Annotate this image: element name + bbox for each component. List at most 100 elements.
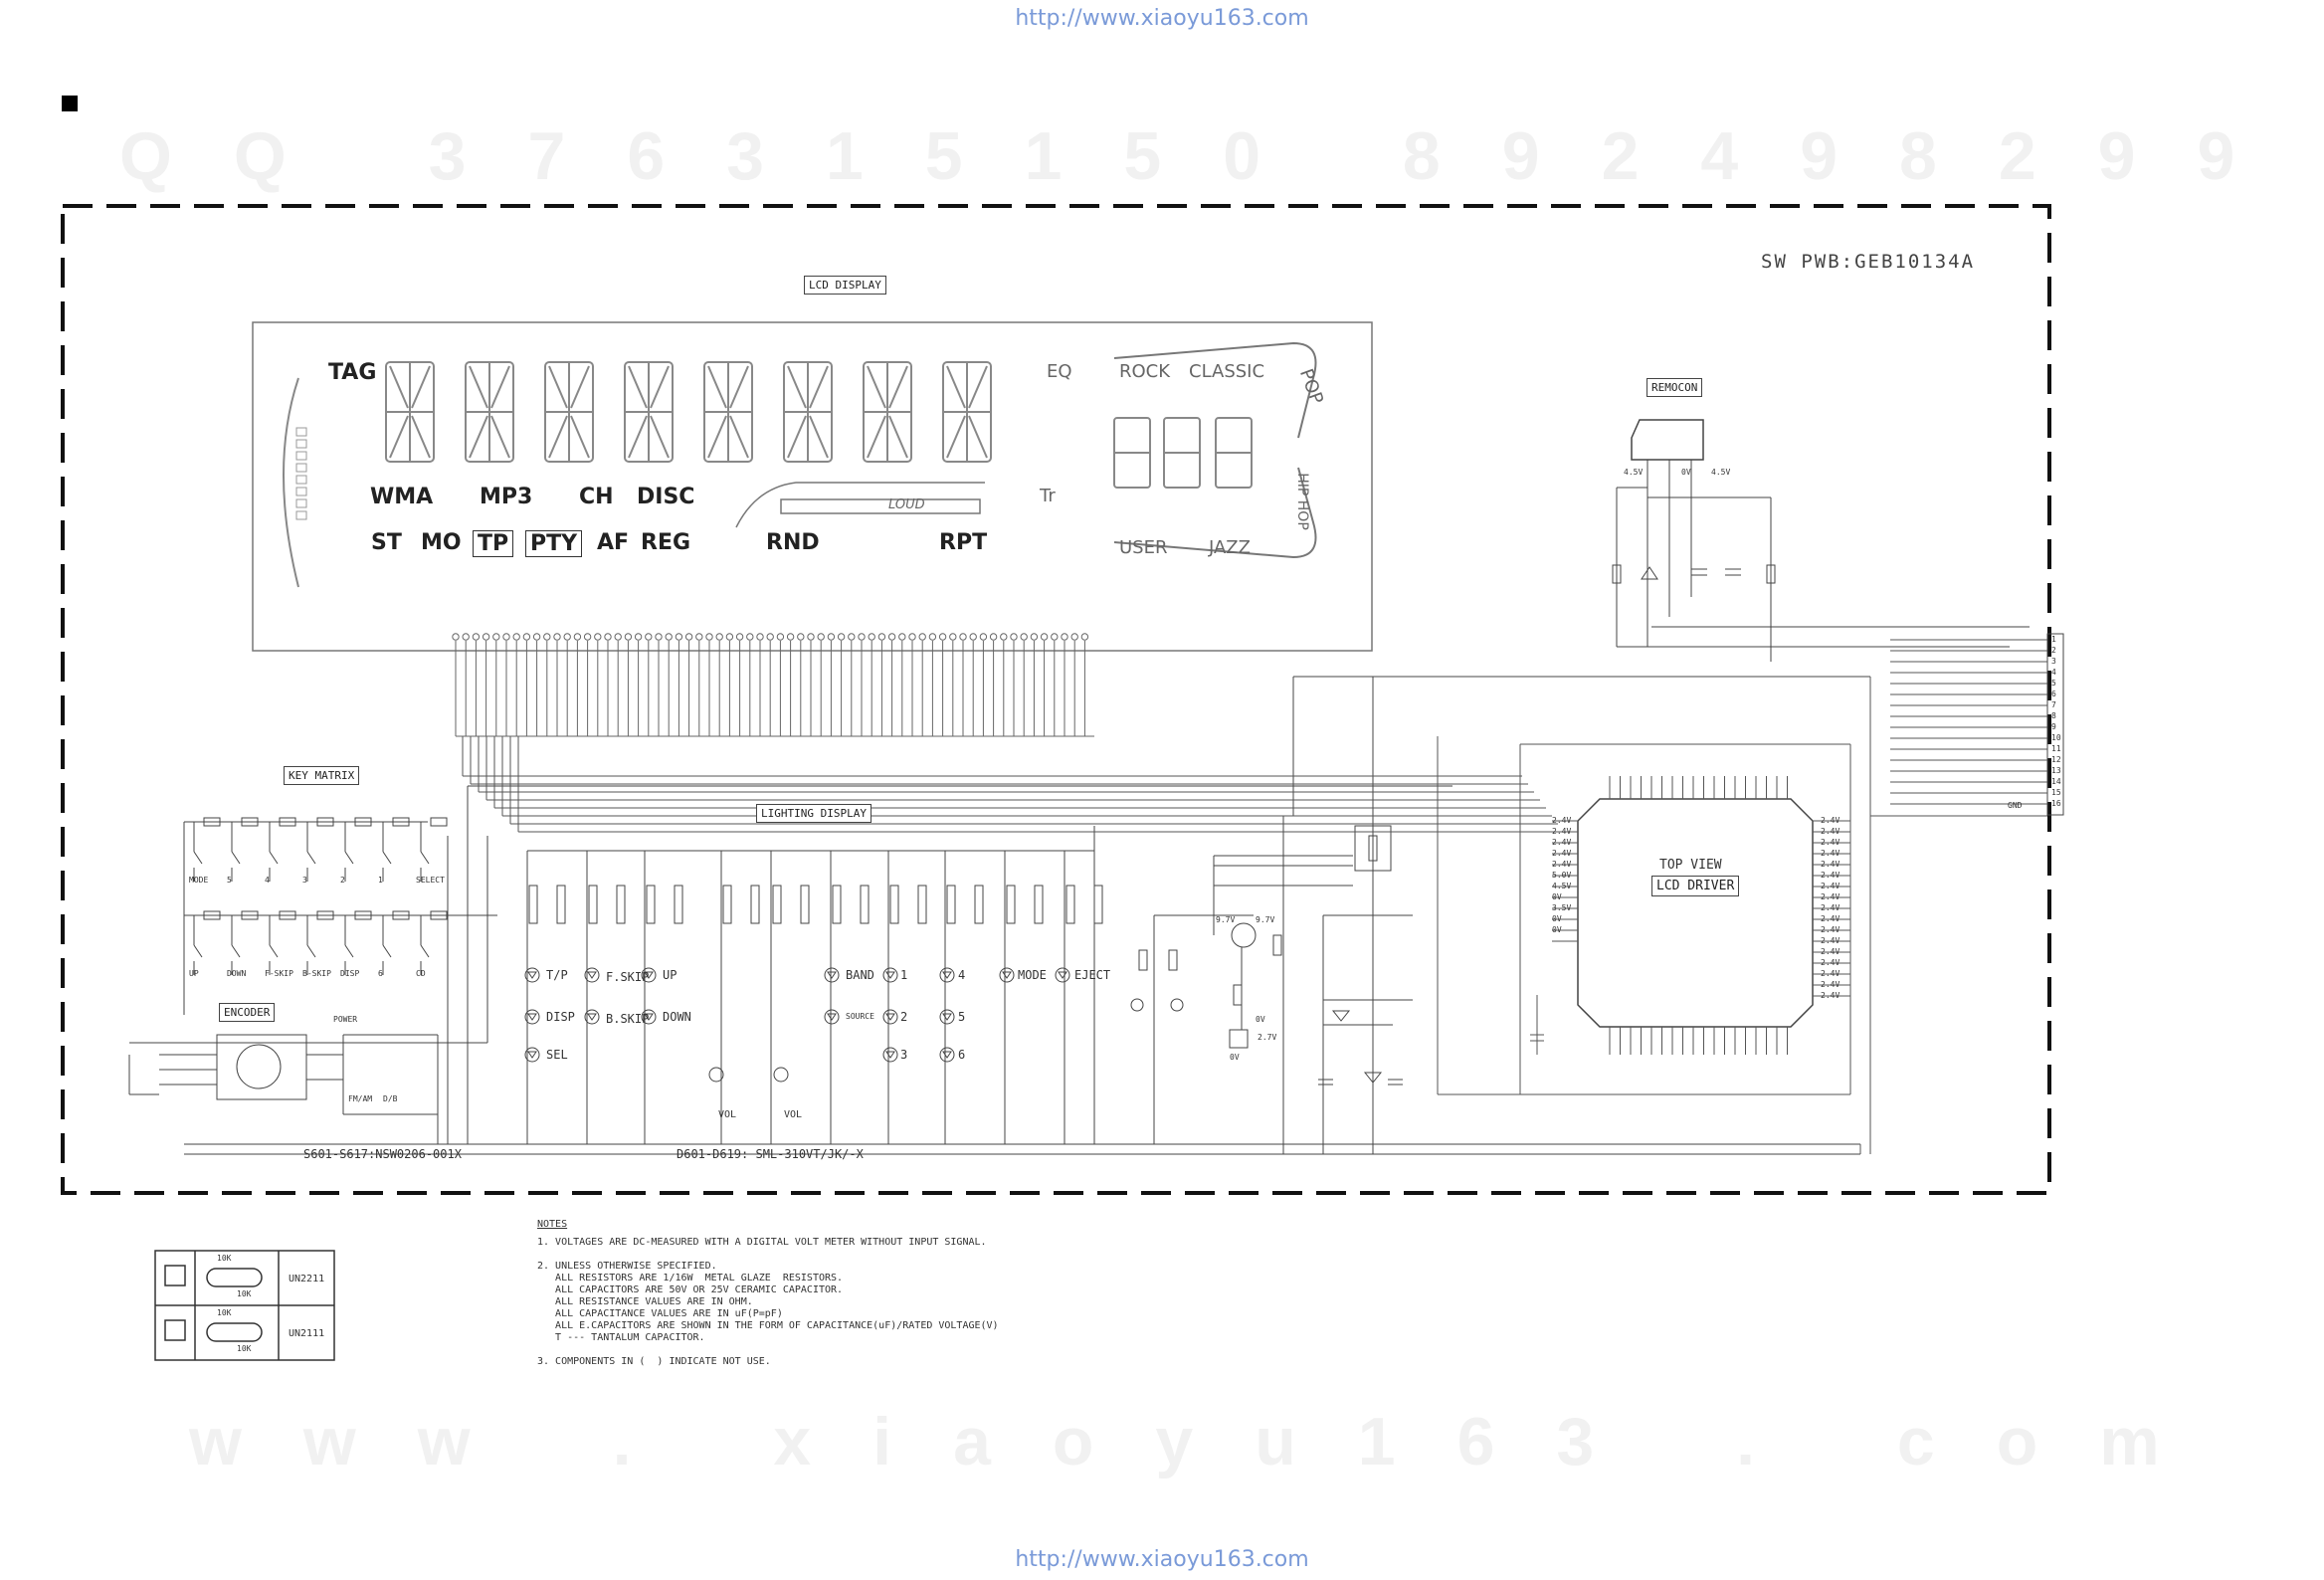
lcd-disc: DISC [637, 485, 695, 509]
led-label: 2 [900, 1010, 908, 1024]
led-ref: D601-D619: SML-310VT/JK/-X [677, 1147, 864, 1161]
lcd-mp3: MP3 [480, 485, 533, 509]
remocon-voltage: 4.5V [1624, 468, 1644, 477]
lcd-tp: TP [473, 530, 514, 557]
connector-pin-label: 8 [2051, 711, 2056, 720]
led-resistor [750, 885, 760, 924]
lcd-digit-diag [946, 365, 966, 409]
lcd-user: USER [1119, 537, 1168, 558]
led-diode [882, 967, 898, 983]
key-label: 5 [227, 876, 232, 885]
lcd-pty: PTY [525, 530, 583, 557]
led-diode-symbol [527, 1051, 537, 1059]
led-resistor [1006, 885, 1016, 924]
led-diode [882, 1009, 898, 1025]
key-resistor [241, 910, 259, 920]
lcd-rock: ROCK [1119, 361, 1171, 382]
lcd-pin [715, 633, 723, 641]
led-label: DISP [546, 1010, 575, 1024]
lcd-digit-diag [411, 415, 431, 459]
lcd-pin [877, 633, 886, 641]
lcd-pin [1070, 633, 1078, 641]
led-diode [939, 1009, 955, 1025]
led-diode-symbol [885, 971, 895, 979]
switch-contact [306, 851, 316, 865]
led-diode [939, 967, 955, 983]
lcd-pin [502, 633, 510, 641]
key-resistor [430, 910, 448, 920]
connector-pin-label: 2 [2051, 646, 2056, 655]
led-diode-symbol [644, 1013, 654, 1021]
note-line: ALL CAPACITORS ARE 50V OR 25V CERAMIC CA… [537, 1284, 844, 1295]
switch-contact [382, 851, 392, 865]
key-resistor [354, 817, 372, 827]
lcd-pin [746, 633, 754, 641]
key-resistor [203, 910, 221, 920]
switch-contact [193, 944, 203, 958]
led-label: 1 [900, 968, 908, 982]
lcd-pin [928, 633, 937, 641]
lcd-pin [797, 633, 805, 641]
lcd-digit-diag [809, 415, 829, 459]
led-diode [824, 1009, 840, 1025]
key-resistor [316, 910, 334, 920]
driver-voltage-right: 2.4V [1821, 827, 1840, 836]
lcd-pin [725, 633, 734, 641]
lcd-pin [735, 633, 744, 641]
lcd-digit-diag [787, 365, 807, 409]
lcd-digit-diag [968, 415, 988, 459]
switch-contact [193, 851, 203, 865]
lcd-digit-diag [888, 365, 908, 409]
lcd-rnd: RND [766, 530, 820, 555]
led-diode-symbol [885, 1051, 895, 1059]
led-label: F.SKIP [606, 970, 650, 984]
bottom-url[interactable]: http://www.xiaoyu163.com [1015, 1547, 1309, 1572]
lcd-pin [969, 633, 977, 641]
led-diode-symbol [942, 971, 952, 979]
lcd-pin [594, 633, 602, 641]
note-line [537, 1344, 999, 1356]
driver-voltage-right: 2.4V [1821, 958, 1840, 967]
lcd-pin [908, 633, 916, 641]
lighting-display-label: LIGHTING DISPLAY [756, 804, 872, 823]
led-diode-symbol [587, 1013, 597, 1021]
top-url[interactable]: http://www.xiaoyu163.com [1015, 6, 1309, 31]
driver-voltage-right: 2.4V [1821, 871, 1840, 880]
led-label: BAND [846, 968, 874, 982]
lcd-jazz: JAZZ [1209, 537, 1251, 558]
led-resistor [556, 885, 566, 924]
driver-voltage-left: 2.4V [1552, 827, 1572, 836]
lcd-pin [848, 633, 856, 641]
lcd-pin [1000, 633, 1008, 641]
legend-r2-b: 10K [237, 1344, 252, 1353]
legend-part-b: UN2111 [289, 1328, 325, 1339]
note-line: ALL CAPACITANCE VALUES ARE IN uF(P=pF) [537, 1308, 783, 1319]
lcd-pin [756, 633, 764, 641]
lcd-pin [553, 633, 561, 641]
key-label: 3 [302, 876, 307, 885]
led-diode-symbol [1002, 971, 1012, 979]
lcd-mo: MO [421, 530, 462, 555]
led-diode-symbol [1058, 971, 1067, 979]
lcd-pin [532, 633, 541, 641]
note-line: 3. COMPONENTS IN ( ) INDICATE NOT USE. [537, 1356, 771, 1367]
lcd-pin [776, 633, 785, 641]
driver-voltage-left: 0V [1552, 892, 1562, 901]
key-label: CD [416, 969, 426, 978]
led-diode [1055, 967, 1070, 983]
driver-voltage-right: 2.4V [1821, 980, 1840, 989]
lcd-classic: CLASSIC [1189, 361, 1265, 382]
lcd-digit-diag [411, 365, 431, 409]
key-label: 1 [378, 876, 383, 885]
key-resistor [279, 817, 296, 827]
lcd-digit-diag [650, 365, 670, 409]
lcd-pin [543, 633, 551, 641]
transistor-voltage: 0V [1256, 1015, 1265, 1024]
key-label: 2 [340, 876, 345, 885]
key-matrix-label: KEY MATRIX [284, 766, 360, 785]
connector-pin-label: 16 [2051, 799, 2061, 808]
vol-led [773, 1067, 789, 1083]
lcd-pin [655, 633, 663, 641]
key-resistor [392, 910, 410, 920]
led-label: DOWN [663, 1010, 691, 1024]
